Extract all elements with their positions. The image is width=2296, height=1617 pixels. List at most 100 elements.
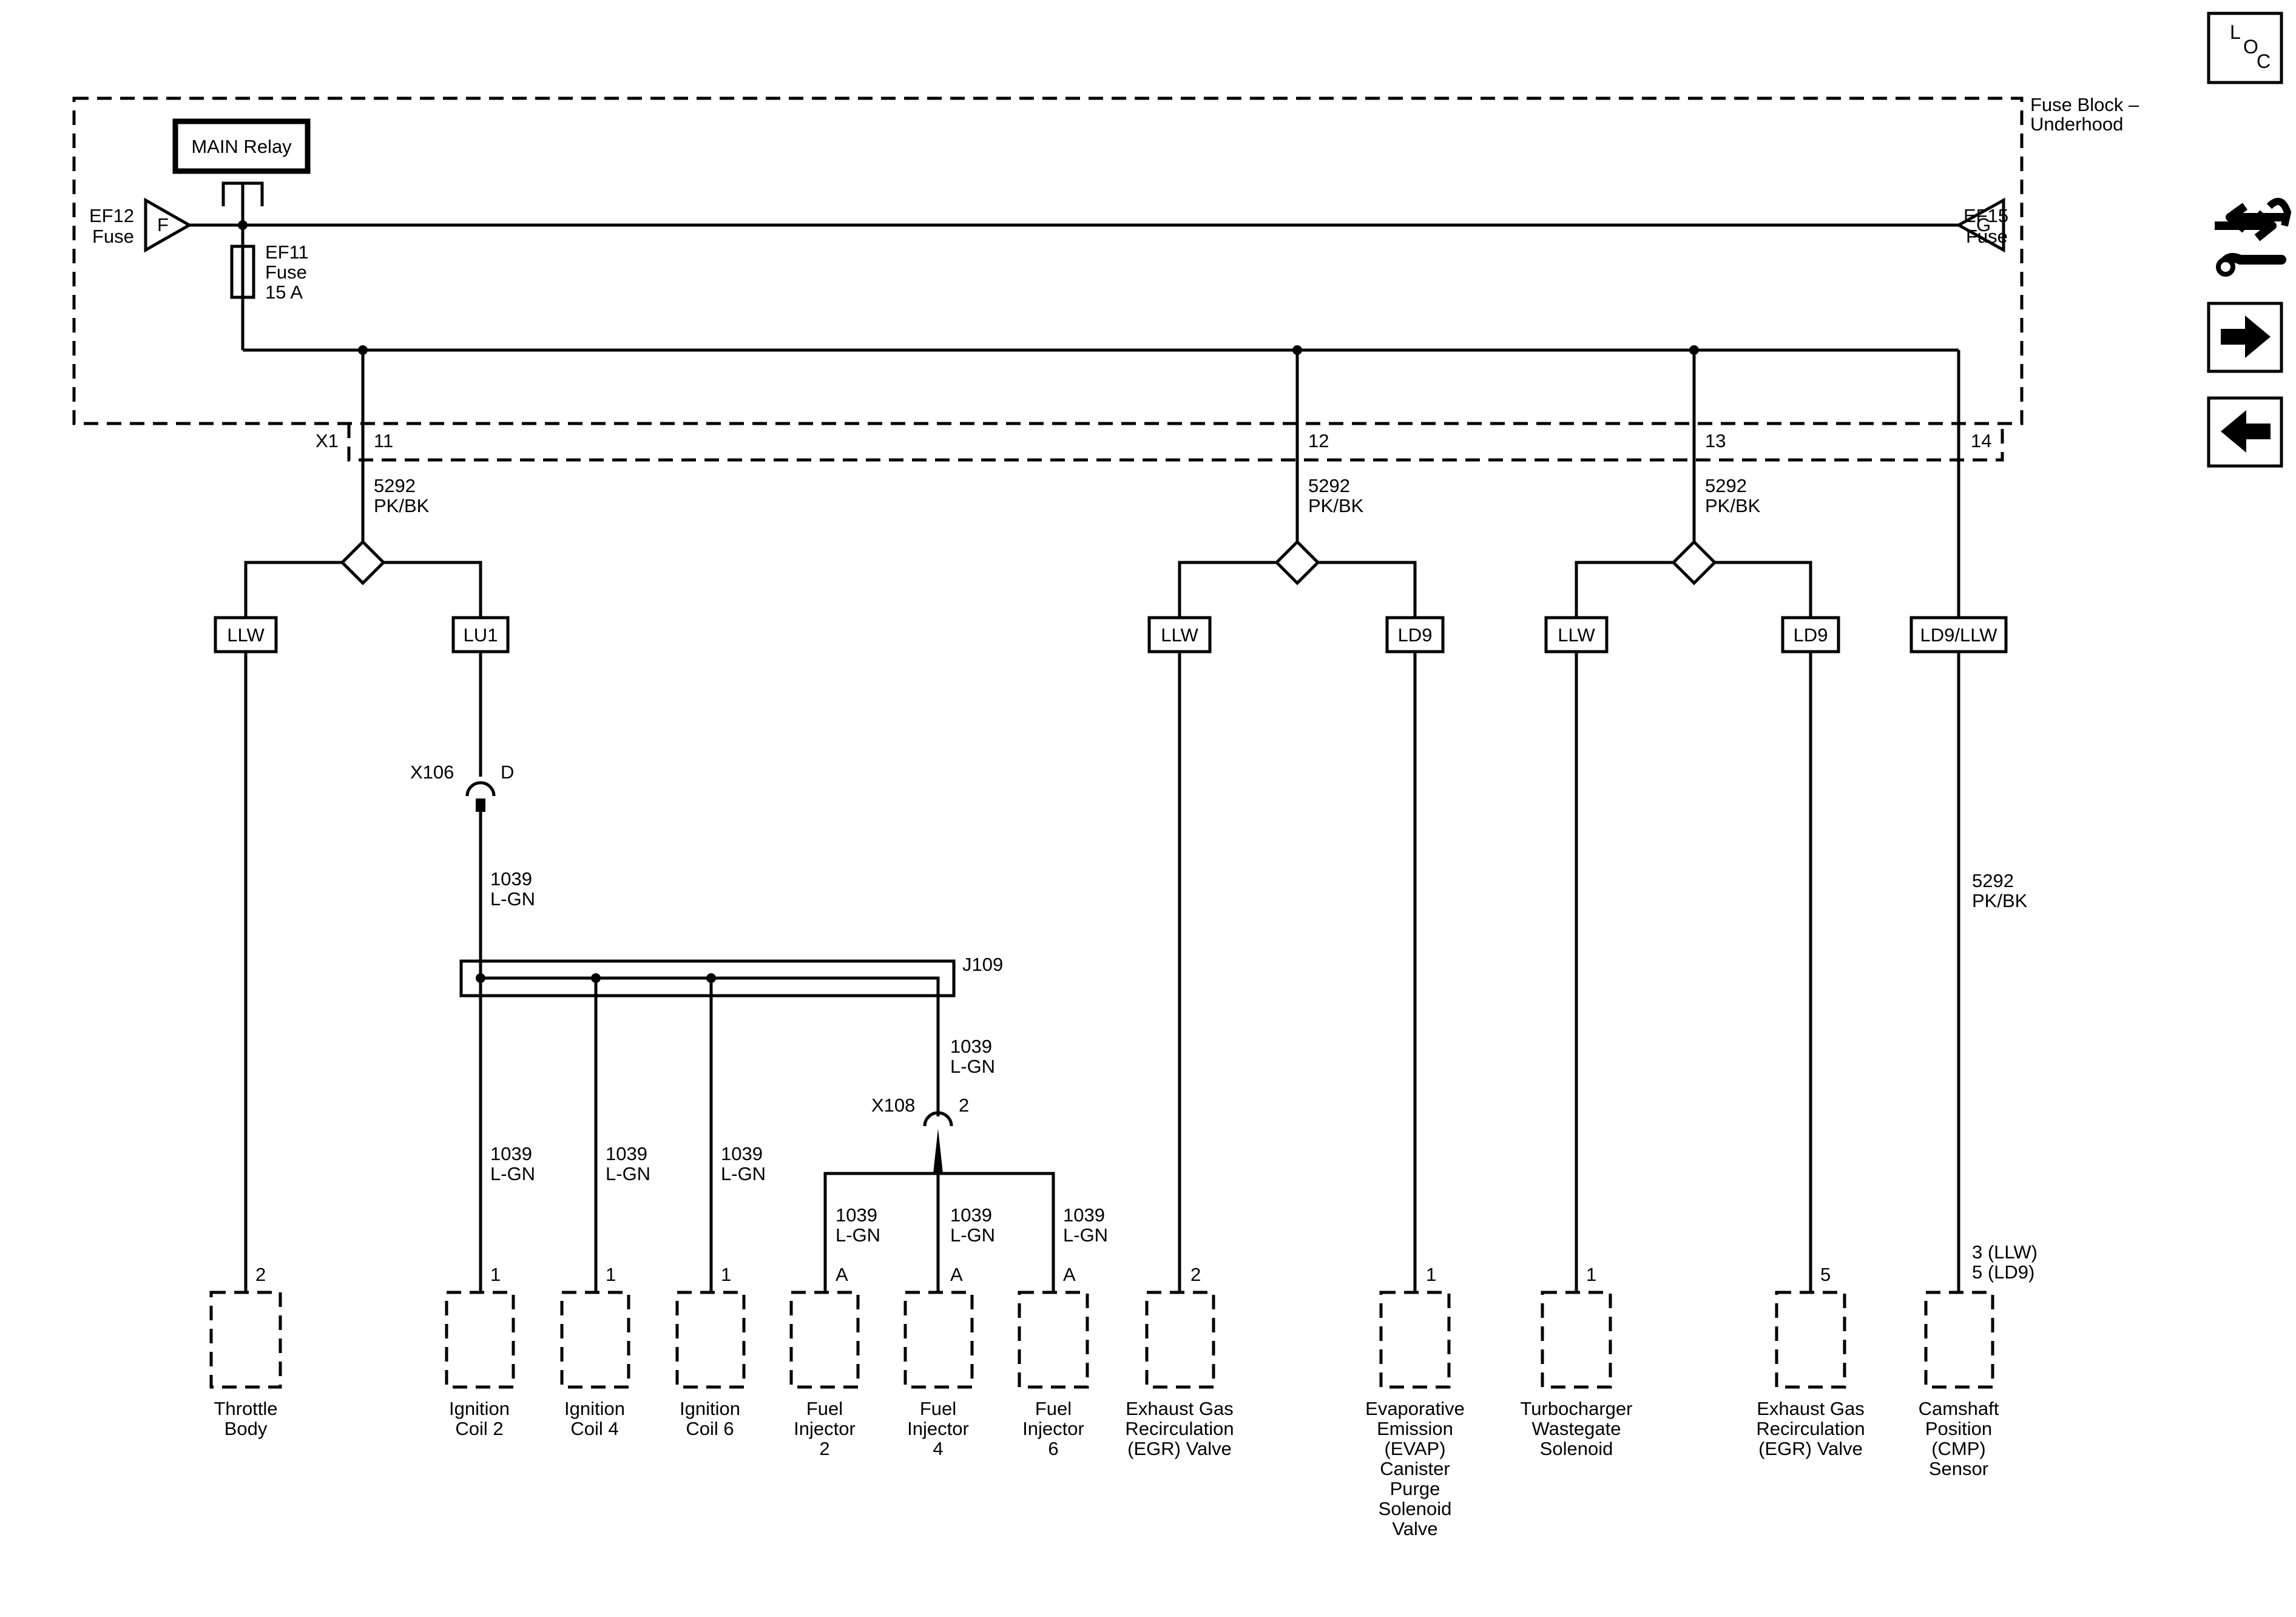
wire-color: L-GN bbox=[606, 1163, 650, 1184]
ef12-fuse-symbol bbox=[144, 197, 193, 253]
option-box-ld9: LD9 bbox=[1781, 616, 1840, 653]
component-ignition-coil-4: 1 Ignition Coil 4 bbox=[560, 1264, 630, 1439]
component-egr-valve-ld9: 5 Exhaust Gas Recirculation (EGR) Valve bbox=[1756, 1264, 1865, 1459]
component-name: Canister bbox=[1380, 1458, 1450, 1479]
component-pin: 2 bbox=[255, 1264, 266, 1285]
connector-x1-outline bbox=[347, 424, 2004, 462]
component-name: 6 bbox=[1048, 1438, 1058, 1459]
component-name: Injector bbox=[1022, 1418, 1084, 1439]
loc-letter: L bbox=[2230, 21, 2241, 43]
circuit-number: 1039 bbox=[1063, 1204, 1105, 1226]
component-pin: A bbox=[1063, 1264, 1076, 1285]
loc-letter: O bbox=[2243, 36, 2258, 58]
circuit-number: 5292 bbox=[1705, 475, 1747, 496]
ef15-name-1: EF15 bbox=[1963, 205, 2008, 226]
option-box-ld9: LD9 bbox=[1385, 616, 1445, 653]
next-button[interactable] bbox=[2207, 302, 2283, 373]
wire-color: L-GN bbox=[1063, 1224, 1108, 1246]
ef11-rating: 15 A bbox=[265, 282, 303, 303]
component-name: Fuel bbox=[920, 1398, 956, 1419]
option-box-llw: LLW bbox=[1544, 616, 1609, 653]
circuit-number: 1039 bbox=[950, 1036, 992, 1057]
ef11-name-2: Fuse bbox=[265, 262, 307, 283]
connector-x106-label: X106 bbox=[410, 761, 454, 783]
component-name: (EVAP) bbox=[1384, 1438, 1445, 1459]
component-turbocharger-wastegate-solenoid: 1 Turbocharger Wastegate Solenoid bbox=[1521, 1264, 1633, 1459]
connector-x1-label: X1 bbox=[316, 430, 339, 451]
main-relay-box bbox=[172, 118, 311, 174]
splice-pack-j109-bus bbox=[481, 976, 940, 1041]
component-name: Recirculation bbox=[1756, 1418, 1865, 1439]
option-box-ld9-llw: LD9/LLW bbox=[1909, 616, 2008, 653]
component-name: Fuel bbox=[1035, 1398, 1072, 1419]
circuit-number: 1039 bbox=[721, 1143, 763, 1164]
wire-color: L-GN bbox=[490, 888, 535, 910]
option-label: LLW bbox=[227, 624, 265, 646]
ef15-letter: G bbox=[1976, 214, 1991, 235]
component-pin: A bbox=[836, 1264, 848, 1285]
component-name: Coil 2 bbox=[455, 1418, 503, 1439]
option-box-llw: LLW bbox=[214, 616, 278, 653]
pin-number: 14 bbox=[1971, 430, 1991, 451]
component-name: Injector bbox=[794, 1418, 856, 1439]
circuit-number: 1039 bbox=[490, 1143, 532, 1164]
ef11-name-1: EF11 bbox=[265, 241, 309, 263]
component-name: (CMP) bbox=[1931, 1438, 1986, 1459]
service-tools-icon[interactable] bbox=[2215, 198, 2292, 277]
circuit-number: 5292 bbox=[1972, 870, 2014, 891]
component-name: Ignition bbox=[449, 1398, 510, 1419]
wire-color: L-GN bbox=[490, 1163, 535, 1184]
wire-color: PK/BK bbox=[1705, 495, 1761, 516]
wire-color: PK/BK bbox=[1972, 890, 2028, 911]
wire-color: L-GN bbox=[950, 1224, 995, 1246]
option-branch-diamond bbox=[1274, 539, 1320, 586]
wire-color: L-GN bbox=[836, 1224, 880, 1246]
component-pin: 1 bbox=[1426, 1264, 1436, 1285]
connector-x108-symbol bbox=[923, 1111, 953, 1127]
loc-button[interactable]: L O C bbox=[2207, 12, 2283, 84]
component-camshaft-position-sensor: 3 (LLW) 5 (LD9) Camshaft Position (CMP) … bbox=[1919, 1241, 2038, 1479]
option-branch-wires bbox=[1575, 561, 1812, 618]
component-pin: A bbox=[950, 1264, 963, 1285]
wire-color: L-GN bbox=[950, 1056, 995, 1077]
component-name: Emission bbox=[1377, 1418, 1453, 1439]
circuit-number: 5292 bbox=[374, 475, 416, 496]
pin-number: 13 bbox=[1705, 430, 1726, 451]
component-name: Exhaust Gas bbox=[1757, 1398, 1864, 1419]
splice-pack-j109 bbox=[459, 959, 956, 998]
component-name: Sensor bbox=[1929, 1458, 1988, 1479]
ef12-name-2: Fuse bbox=[92, 226, 134, 247]
ef15-fuse-symbol bbox=[1955, 197, 2005, 253]
circuit-number: 1039 bbox=[836, 1204, 877, 1226]
component-pin: 5 (LD9) bbox=[1972, 1261, 2034, 1283]
wire-color: PK/BK bbox=[374, 495, 430, 516]
arrow-right-icon bbox=[2221, 316, 2271, 358]
option-box-llw: LLW bbox=[1147, 616, 1212, 653]
component-name: Purge bbox=[1390, 1478, 1440, 1499]
component-pin: 1 bbox=[721, 1264, 731, 1285]
component-fuel-injector-4: A Fuel Injector 4 bbox=[903, 1264, 974, 1459]
component-name: Camshaft bbox=[1919, 1398, 1999, 1419]
connector-x106-symbol bbox=[465, 781, 496, 797]
pin-number: 11 bbox=[374, 430, 393, 451]
component-name: Evaporative bbox=[1365, 1398, 1465, 1419]
component-fuel-injector-6: A Fuel Injector 6 bbox=[1018, 1264, 1089, 1459]
component-pin: 1 bbox=[1586, 1264, 1596, 1285]
connector-x108-pin-label: 2 bbox=[959, 1095, 969, 1116]
option-label: LU1 bbox=[464, 624, 498, 646]
connector-x108-pin bbox=[933, 1129, 943, 1173]
circuit-number: 1039 bbox=[950, 1204, 992, 1226]
component-name: Wastegate bbox=[1531, 1418, 1621, 1439]
component-pin: 2 bbox=[1190, 1264, 1201, 1285]
component-name: Position bbox=[1925, 1418, 1992, 1439]
component-ignition-coil-6: 1 Ignition Coil 6 bbox=[675, 1264, 746, 1439]
component-fuel-injector-2: A Fuel Injector 2 bbox=[789, 1264, 860, 1459]
connector-x108-label: X108 bbox=[871, 1095, 915, 1116]
component-name: 2 bbox=[819, 1438, 829, 1459]
prev-button[interactable] bbox=[2207, 396, 2283, 468]
fuse-block-name-2: Underhood bbox=[2030, 113, 2123, 135]
component-name: 4 bbox=[933, 1438, 943, 1459]
option-branch-wires bbox=[244, 561, 482, 618]
circuit-number: 1039 bbox=[490, 868, 532, 890]
